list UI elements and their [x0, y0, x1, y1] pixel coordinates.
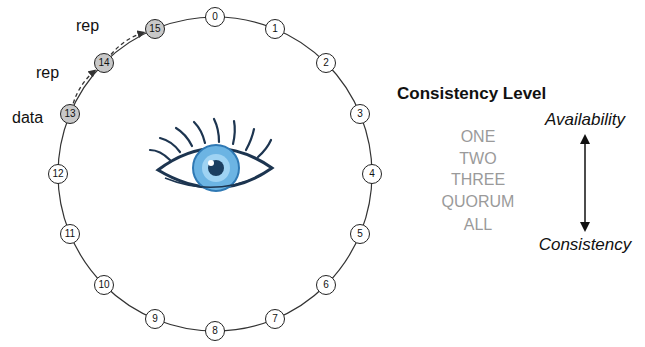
- node-number: 4: [369, 169, 375, 179]
- ring-node: 0: [205, 7, 225, 27]
- node-number: 6: [323, 280, 329, 290]
- cassandra-eye: [150, 119, 272, 191]
- data-label: data: [12, 109, 43, 127]
- replica-label: rep: [76, 17, 99, 35]
- node-number: 11: [65, 229, 75, 239]
- ring-node: 14: [94, 53, 114, 73]
- replication-arrow: [111, 32, 144, 54]
- ring: [58, 17, 372, 331]
- node-number: 12: [52, 169, 63, 179]
- axis-label: Availability: [545, 110, 625, 130]
- level-item: TWO: [459, 150, 496, 168]
- node-number: 14: [98, 58, 109, 68]
- level-item: ONE: [461, 128, 496, 146]
- level-item: QUORUM: [442, 193, 515, 211]
- node-number: 10: [98, 280, 109, 290]
- node-number: 0: [212, 12, 218, 22]
- ring-node: 5: [350, 224, 370, 244]
- node-number: 2: [323, 58, 329, 68]
- ring-node: 1: [265, 19, 285, 39]
- node-number: 13: [64, 109, 75, 119]
- ring-node: 2: [316, 53, 336, 73]
- ring-node: 9: [145, 309, 165, 329]
- replica-label: rep: [36, 64, 59, 82]
- replication-arrow: [73, 70, 95, 103]
- node-number: 1: [272, 24, 278, 34]
- node-number: 9: [152, 314, 158, 324]
- node-number: 5: [357, 229, 363, 239]
- level-item: ALL: [464, 216, 492, 234]
- ring-node: 12: [48, 164, 68, 184]
- tradeoff-arrow: [580, 134, 590, 232]
- section-title: Consistency Level: [397, 84, 546, 104]
- node-number: 7: [272, 314, 278, 324]
- ring-node: 10: [94, 275, 114, 295]
- ring-node: 4: [362, 164, 382, 184]
- ring-node: 13: [60, 104, 80, 124]
- axis-label: Consistency: [539, 235, 632, 255]
- ring-node: 15: [145, 19, 165, 39]
- ring-node: 8: [205, 321, 225, 341]
- level-item: THREE: [451, 171, 505, 189]
- ring-node: 6: [316, 275, 336, 295]
- ring-node: 7: [265, 309, 285, 329]
- ring-node: 11: [60, 224, 80, 244]
- ring-node: 3: [350, 104, 370, 124]
- node-number: 15: [149, 24, 160, 34]
- node-number: 8: [212, 326, 218, 336]
- node-number: 3: [357, 109, 363, 119]
